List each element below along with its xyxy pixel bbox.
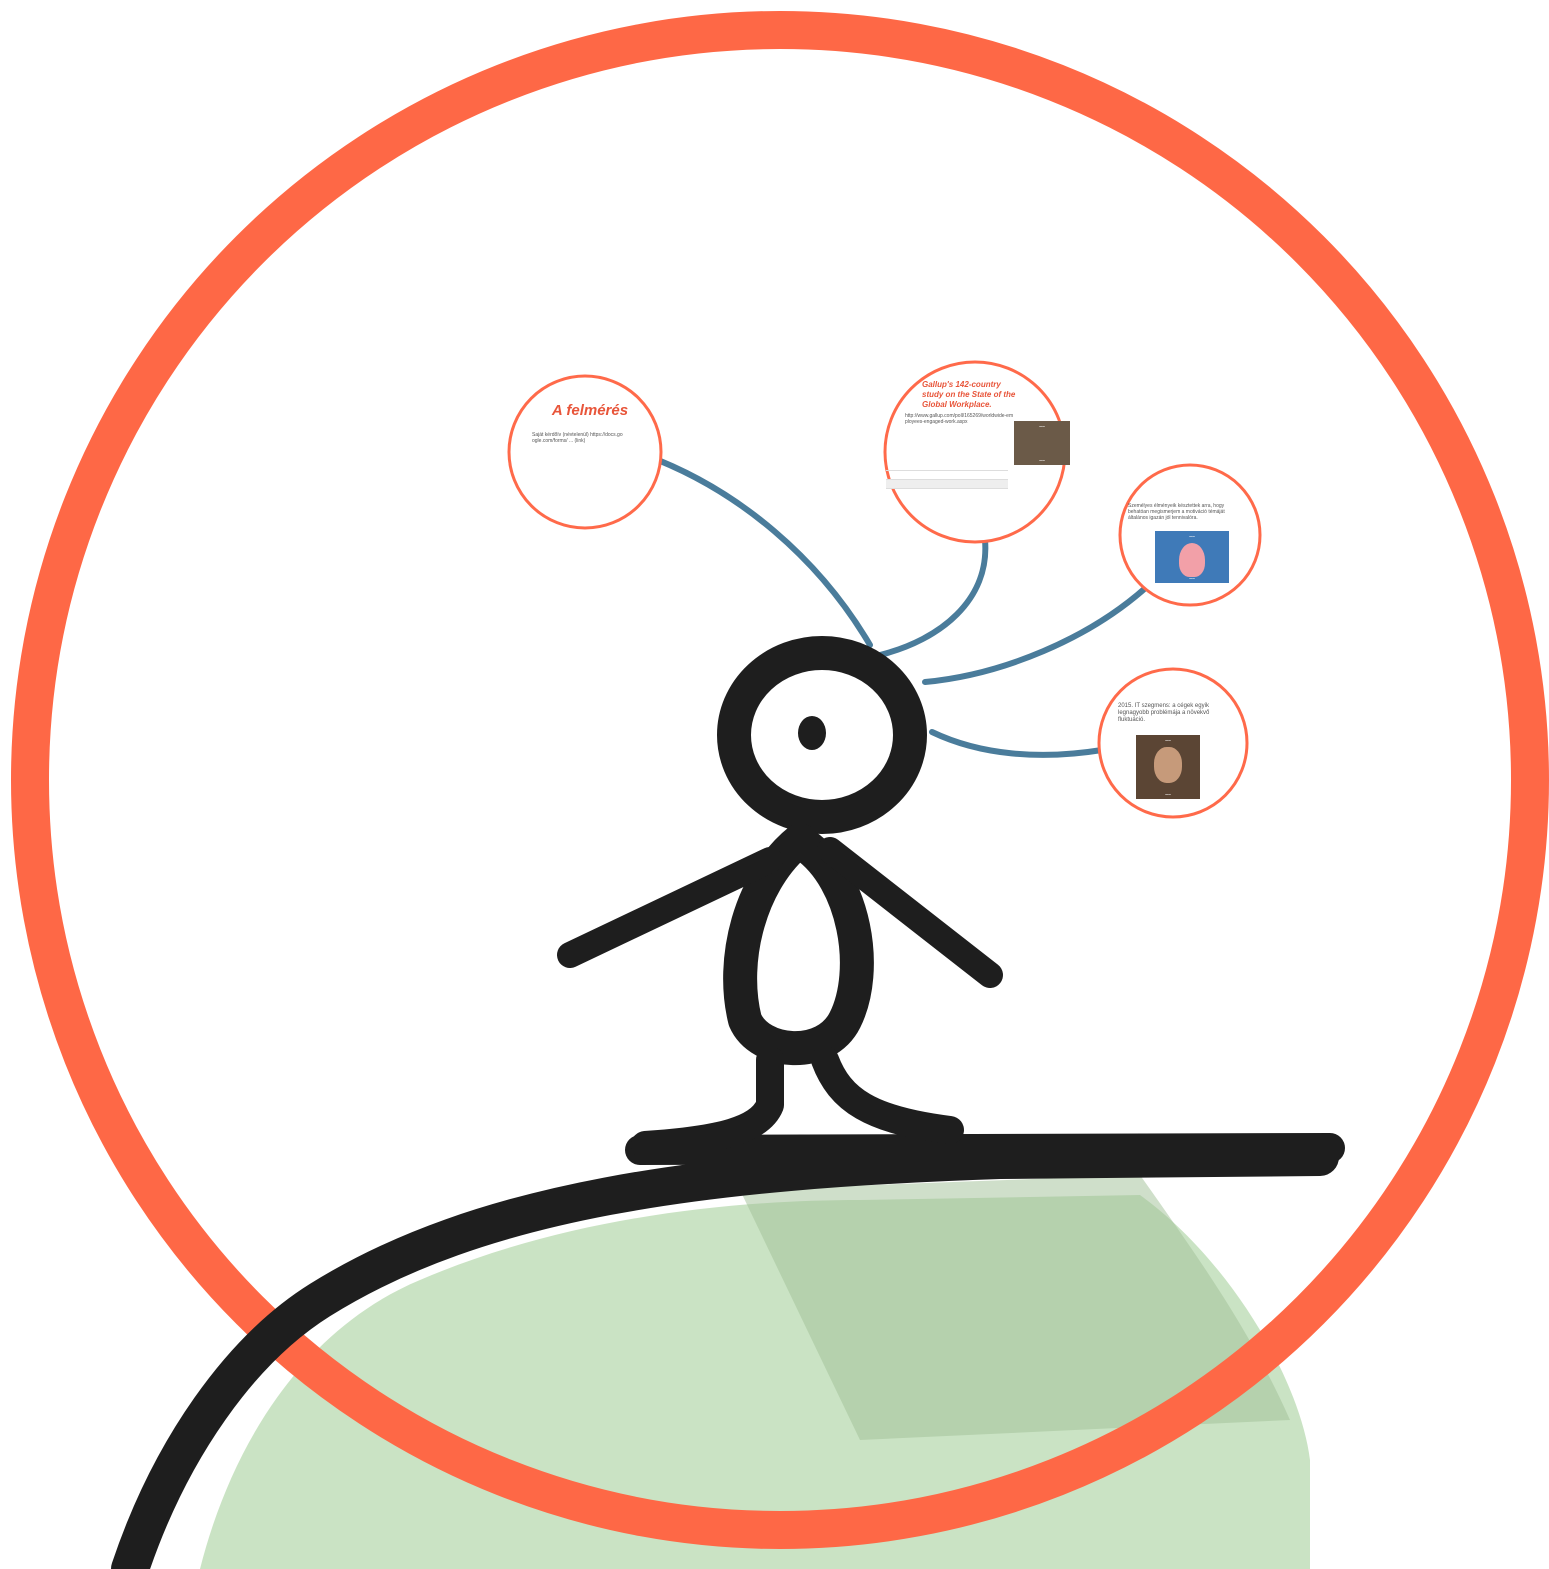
connector-motivation [925, 582, 1152, 682]
survey-title: A felmérés [540, 402, 640, 419]
motivation-meme-bottom: ... [1155, 575, 1229, 581]
table-row [886, 462, 1008, 471]
survey-body: Saját kérdőív (névtelenül) https://docs.… [532, 432, 624, 444]
it-meme-bottom: ... [1136, 791, 1200, 797]
keanu-face [1154, 747, 1182, 783]
right-leg [825, 1060, 950, 1130]
stick-figure [570, 653, 990, 1145]
gallup-meme-top: ... [1014, 423, 1070, 429]
table-cell [886, 462, 927, 471]
table-cell [886, 471, 927, 480]
table-cell [886, 480, 927, 489]
connector-survey [645, 455, 870, 645]
gallup-title: Gallup's 142-country study on the State … [922, 380, 1024, 410]
connector-it [932, 732, 1102, 755]
motivation-meme-image: ... ... [1155, 531, 1229, 583]
gallup-meme-image: ... ... [1014, 421, 1070, 465]
table-cell [927, 471, 968, 480]
table-cell [927, 480, 968, 489]
motivation-body: Személyes élményeik késztettek arra, hog… [1128, 503, 1246, 521]
it-meme-image: ... ... [1136, 735, 1200, 799]
plank [640, 1148, 1330, 1150]
gallup-table [886, 462, 1008, 489]
it-body: 2015. IT szegmens: a cégek egyik legnagy… [1118, 703, 1222, 724]
it-meme-top: ... [1136, 737, 1200, 743]
motivation-meme-top: ... [1155, 533, 1229, 539]
connector-gallup [880, 540, 985, 655]
gallup-link: http://www.gallup.com/poll/165269/worldw… [905, 413, 1015, 425]
gallup-meme-bottom: ... [1014, 457, 1070, 463]
table-cell [927, 462, 968, 471]
patrick-figure [1179, 543, 1205, 577]
left-leg [645, 1060, 770, 1145]
eye [798, 716, 826, 750]
table-row [886, 471, 1008, 480]
node-survey-circle [509, 376, 661, 528]
table-cell [967, 471, 1008, 480]
table-row [886, 480, 1008, 489]
table-cell [967, 480, 1008, 489]
table-cell [967, 462, 1008, 471]
